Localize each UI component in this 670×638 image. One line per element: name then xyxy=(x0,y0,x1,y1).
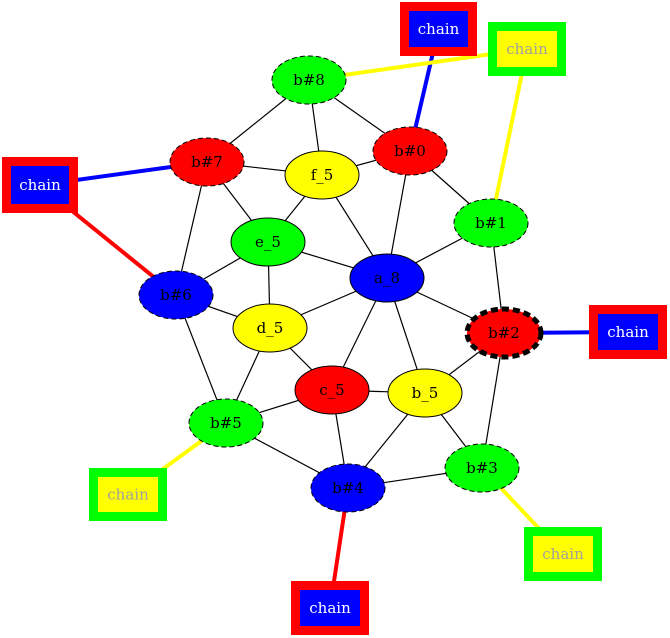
node-label: b_5 xyxy=(412,384,439,402)
chain-box-bottomleft[interactable]: chain xyxy=(89,468,167,521)
chain-box-fill xyxy=(409,11,468,47)
node-b6[interactable]: b#6 xyxy=(138,270,214,320)
node-b4[interactable]: b#4 xyxy=(310,463,386,513)
node-b7[interactable]: b#7 xyxy=(169,137,245,187)
node-c-5[interactable]: c_5 xyxy=(294,365,370,415)
chain-box-bottomright[interactable]: chain xyxy=(524,527,602,581)
chain-box-fill xyxy=(497,31,557,67)
chain-box-fill xyxy=(598,314,658,350)
node-b-5[interactable]: b_5 xyxy=(387,368,463,418)
node-ellipse xyxy=(294,365,370,415)
node-label: c_5 xyxy=(319,381,344,399)
node-ellipse xyxy=(453,198,529,248)
node-a-8[interactable]: a_8 xyxy=(349,253,425,303)
chain-box-label: chain xyxy=(107,486,149,504)
node-ellipse xyxy=(188,398,264,448)
chain-box-left[interactable]: chain xyxy=(2,157,78,213)
node-ellipse xyxy=(387,368,463,418)
chain-link-b1 xyxy=(489,48,529,224)
node-ellipse xyxy=(372,126,448,176)
node-label: b#5 xyxy=(210,414,242,432)
node-label: a_8 xyxy=(374,269,400,287)
node-label: b#6 xyxy=(160,286,192,304)
node-b5[interactable]: b#5 xyxy=(188,398,264,448)
node-b0[interactable]: b#0 xyxy=(372,126,448,176)
node-label: b#0 xyxy=(394,142,426,160)
chain-box-fill xyxy=(533,536,593,572)
node-ellipse xyxy=(284,150,360,200)
node-f-5[interactable]: f_5 xyxy=(284,150,360,200)
chain-link-layer xyxy=(38,28,629,609)
node-ellipse xyxy=(444,443,520,493)
chain-box-label: chain xyxy=(309,599,351,617)
node-b2[interactable]: b#2 xyxy=(464,306,544,360)
node-label: b#2 xyxy=(488,324,520,342)
node-label: b#1 xyxy=(475,214,507,232)
node-b1[interactable]: b#1 xyxy=(453,198,529,248)
chain-box-fill xyxy=(11,166,69,204)
node-ellipse xyxy=(138,270,214,320)
node-label: b#3 xyxy=(466,459,498,477)
node-label: b#8 xyxy=(293,71,325,89)
node-label: b#7 xyxy=(191,153,223,171)
node-label: e_5 xyxy=(255,233,281,251)
chain-box-top[interactable]: chain xyxy=(400,2,477,56)
node-ellipse xyxy=(169,137,245,187)
node-ellipse xyxy=(464,306,544,360)
chain-box-label: chain xyxy=(19,176,61,194)
node-ellipse xyxy=(230,217,306,267)
node-label: b#4 xyxy=(332,479,364,497)
chain-box-right[interactable]: chain xyxy=(589,305,667,359)
node-layer: a_8 b_5 c_5 d_5 e_5 f_5 b#0 b#1 b#2 b#3 b#4 b#5 b#6 b… xyxy=(138,55,544,513)
node-ellipse xyxy=(310,463,386,513)
node-ellipse xyxy=(271,55,347,105)
node-label: d_5 xyxy=(257,319,284,337)
chain-box-fill xyxy=(98,477,158,512)
chain-box-label: chain xyxy=(506,40,548,58)
node-ellipse xyxy=(349,253,425,303)
chain-box-label: chain xyxy=(607,323,649,341)
node-d-5[interactable]: d_5 xyxy=(232,303,308,353)
chain-box-label: chain xyxy=(418,20,460,38)
node-b8[interactable]: b#8 xyxy=(271,55,347,105)
node-ellipse xyxy=(232,303,308,353)
chain-box-label: chain xyxy=(542,545,584,563)
chain-box-topright[interactable]: chain xyxy=(488,22,566,76)
node-label: f_5 xyxy=(311,166,334,184)
chain-box-fill xyxy=(300,590,360,626)
node-e-5[interactable]: e_5 xyxy=(230,217,306,267)
node-b3[interactable]: b#3 xyxy=(444,443,520,493)
chain-box-bottom[interactable]: chain xyxy=(291,581,369,635)
